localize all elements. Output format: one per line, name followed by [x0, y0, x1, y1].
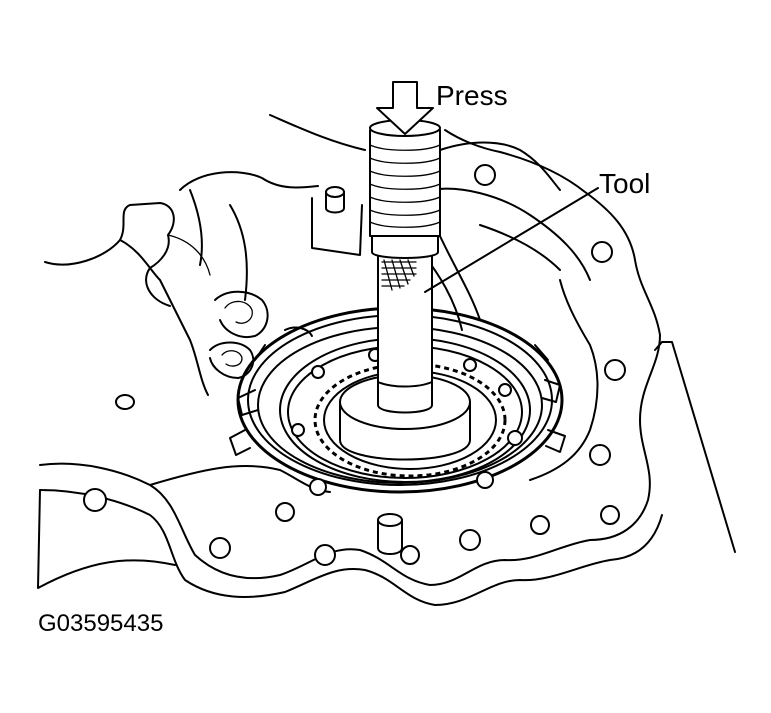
press-label: Press [436, 80, 508, 111]
figure-code: G03595435 [38, 610, 164, 637]
tool-leader-line [424, 187, 599, 293]
press-tool [339, 119, 599, 461]
case-flange [37, 129, 663, 606]
tool-label: Tool [599, 168, 651, 199]
press-arrow-icon [376, 81, 434, 135]
tool-grip-hatch [381, 259, 417, 291]
